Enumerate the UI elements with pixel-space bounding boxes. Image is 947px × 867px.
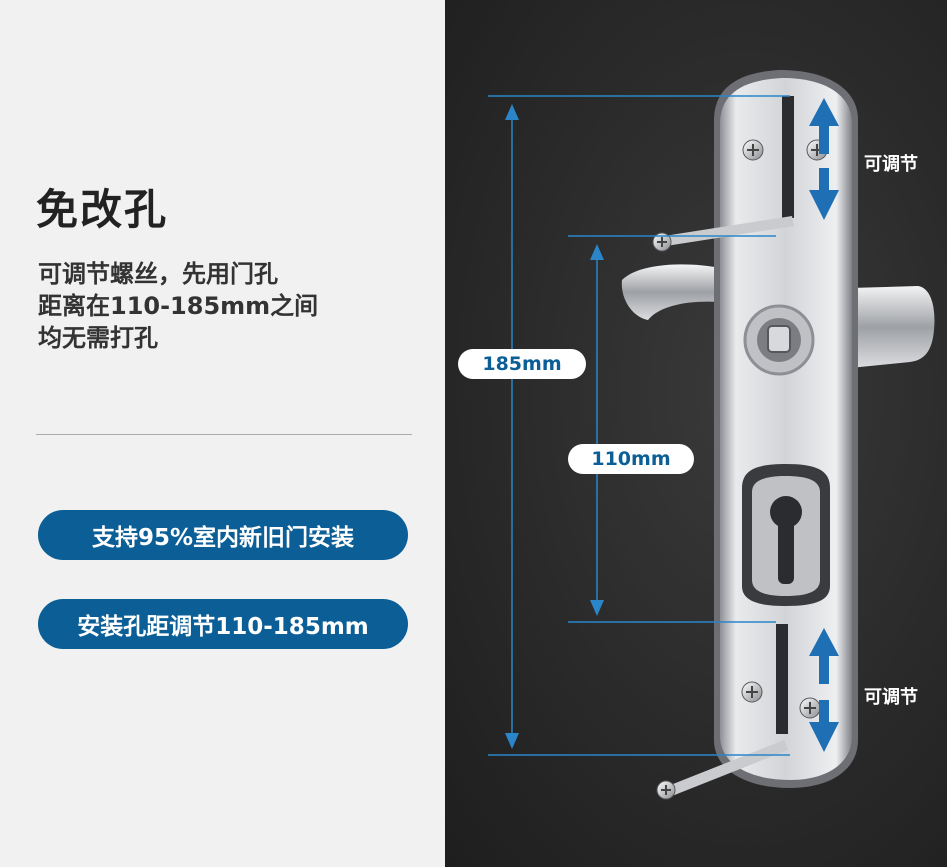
divider [36,434,412,435]
range-badge: 安装孔距调节110-185mm [38,599,408,649]
dimension-lines [488,95,790,756]
handle-lever [621,264,935,368]
product-photo-panel [445,0,947,867]
compat-badge: 支持95%室内新旧门安装 [38,510,408,560]
description-line-1: 可调节螺丝，先用门孔 [38,260,278,288]
description: 可调节螺丝，先用门孔 距离在110-185mm之间 均无需打孔 [38,258,418,354]
dimension-label-185: 185mm [458,349,586,379]
adjust-label-top: 可调节 [864,154,918,175]
description-line-3: 均无需打孔 [38,324,158,352]
adjust-arrow-bottom [809,628,839,752]
adjust-arrow-top [809,98,839,220]
mounting-bolts [652,216,794,800]
info-panel: 免改孔 可调节螺丝，先用门孔 距离在110-185mm之间 均无需打孔 支持95… [0,0,445,867]
adjust-label-bottom: 可调节 [864,687,918,708]
page-title: 免改孔 [36,185,169,234]
description-line-2: 距离在110-185mm之间 [38,292,319,320]
dimension-label-110: 110mm [568,444,694,474]
lock-plate [714,70,858,788]
